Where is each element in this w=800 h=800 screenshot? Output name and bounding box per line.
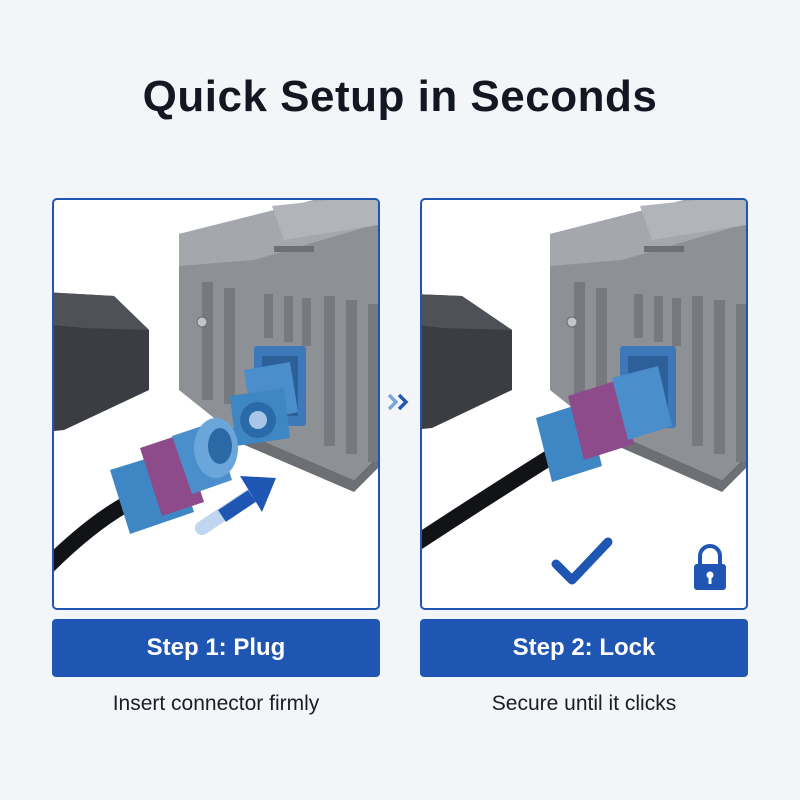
- padlock-icon: [694, 544, 726, 590]
- dark-module: [54, 292, 149, 431]
- connector-male: [230, 362, 298, 446]
- locked-connector: [536, 366, 672, 482]
- plug-connector: [110, 418, 238, 534]
- step-1-illustration: [52, 198, 380, 610]
- checkmark-icon: [551, 537, 613, 585]
- cable: [422, 448, 560, 550]
- cable: [54, 492, 142, 572]
- double-chevron-right-icon: [387, 393, 409, 411]
- step-1-label-bar: Step 1: Plug: [52, 619, 380, 677]
- step-2-illustration: [420, 198, 748, 610]
- step-2-label-bar: Step 2: Lock: [420, 619, 748, 677]
- dark-module: [422, 294, 512, 429]
- insert-arrow-icon: [195, 476, 276, 535]
- step-2-caption: Secure until it clicks: [491, 692, 677, 715]
- page-title: Quick Setup in Seconds: [142, 72, 658, 121]
- step-1-caption: Insert connector firmly: [112, 692, 320, 715]
